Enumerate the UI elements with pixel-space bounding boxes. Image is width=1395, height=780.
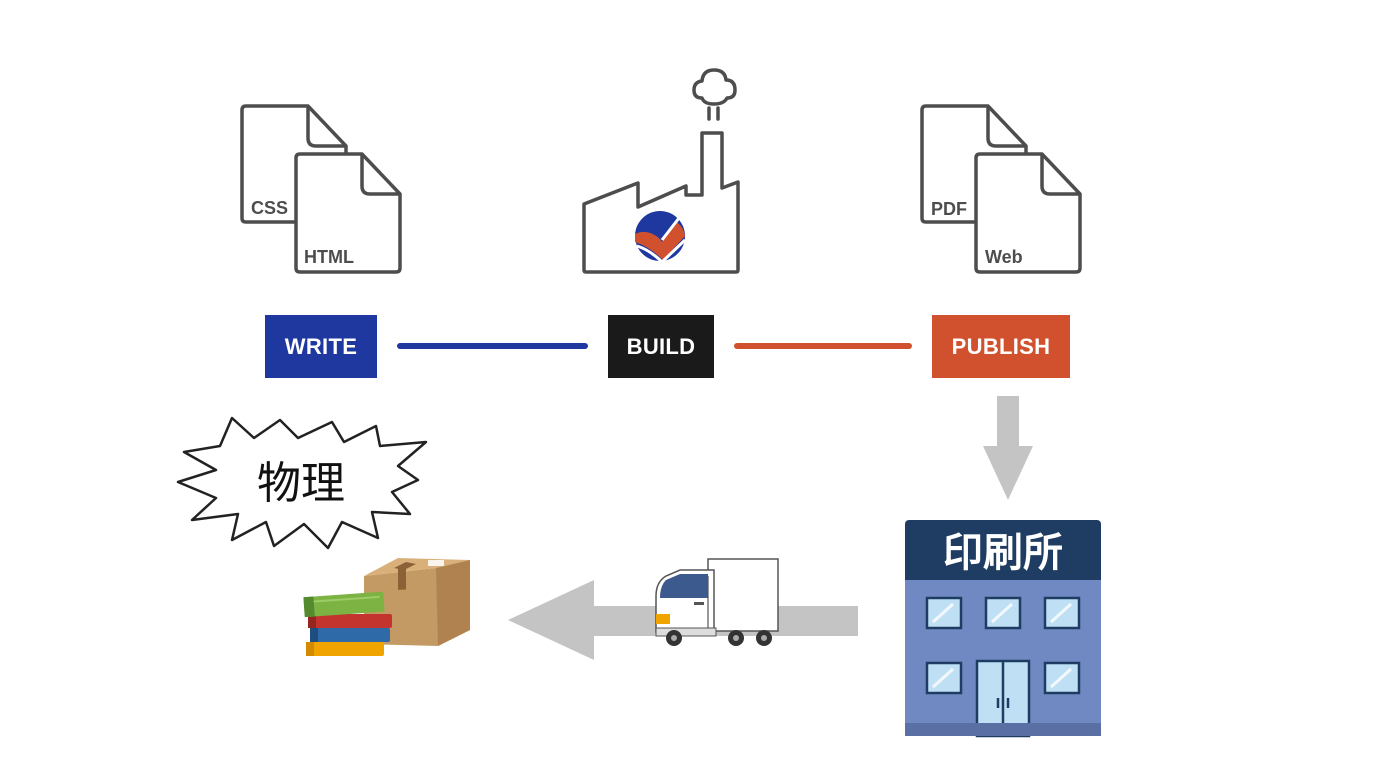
css-file-label: CSS	[251, 198, 288, 218]
print-shop-sign: 印刷所	[943, 531, 1063, 575]
down-arrow-icon	[983, 396, 1033, 500]
build-publish-connector	[734, 343, 912, 349]
vivliostyle-logo-icon	[635, 211, 687, 265]
books-icon	[303, 591, 392, 656]
pdf-file-label: PDF	[931, 199, 967, 219]
write-label-text: WRITE	[284, 333, 358, 359]
print-shop-building-icon: 印刷所	[905, 520, 1101, 738]
burst-bubble: 物理	[176, 416, 428, 550]
write-build-connector	[397, 343, 588, 349]
web-file-label: Web	[985, 247, 1023, 267]
html-file-label: HTML	[304, 247, 354, 267]
delivery-truck-icon	[655, 558, 779, 646]
burst-text: 物理	[257, 459, 345, 508]
output-files-icon: PDF Web	[920, 104, 1082, 274]
build-stage-label: BUILD	[608, 315, 714, 378]
build-label-text: BUILD	[626, 333, 696, 359]
write-stage-label: WRITE	[265, 315, 377, 378]
factory-icon	[582, 68, 740, 274]
publish-label-text: PUBLISH	[951, 333, 1051, 359]
source-files-icon: CSS HTML	[240, 104, 402, 274]
publish-stage-label: PUBLISH	[932, 315, 1070, 378]
